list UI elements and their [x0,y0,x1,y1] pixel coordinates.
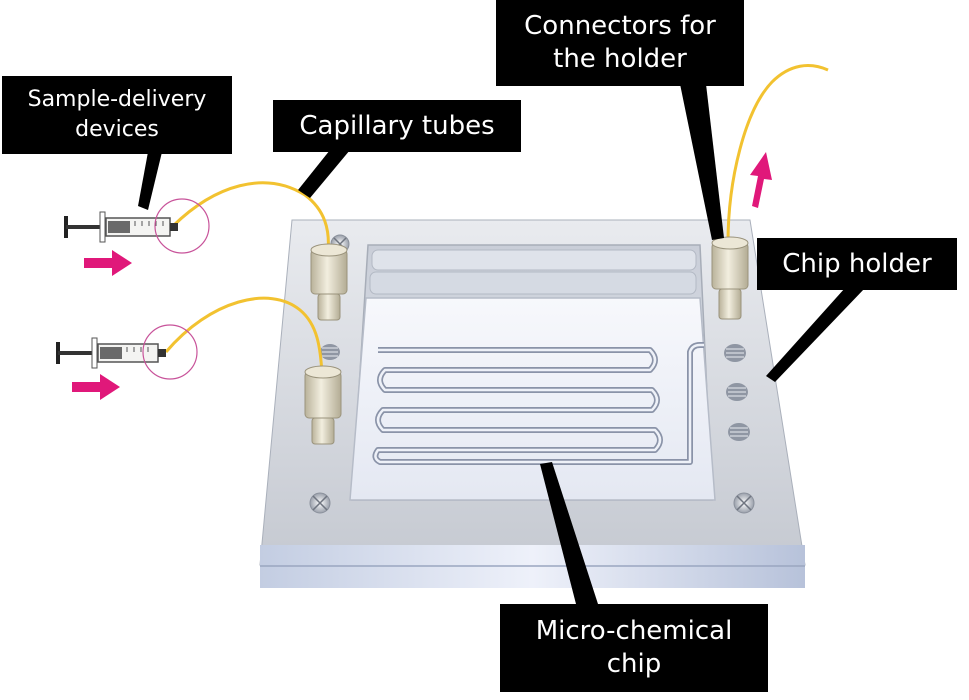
flow-arrow-outlet [750,152,772,208]
screw-bottom-left [309,492,331,514]
callout-sample-delivery-line-2: devices [75,117,159,142]
capillary-tube-lower [164,296,324,373]
callout-pointers [138,84,865,604]
threaded-hole-right-2 [726,383,748,401]
callout-sample-delivery-line-1: Sample-delivery [27,87,207,112]
micro-chemical-chip [349,297,716,501]
connector-left-lower [304,365,342,445]
syringe-tip-circle-upper [154,198,210,254]
callout-connectors-line-1: Connectors for [524,11,716,41]
callout-micro-chemical-chip: Micro-chemical chip [500,604,768,692]
callout-chip-holder: Chip holder [757,238,957,290]
flow-arrow-upper [84,250,132,276]
syringe-lower [56,324,198,380]
callout-connectors-for-holder: Connectors for the holder [496,0,744,86]
threaded-hole-right-1 [724,344,746,362]
syringe-upper [64,198,210,254]
capillary-tube-upper [171,181,330,253]
callout-chip-holder-text: Chip holder [782,248,932,279]
flow-arrow-lower [72,374,120,400]
syringe-tip-circle-lower [142,324,198,380]
capillary-tube-outlet [726,64,829,244]
callout-sample-delivery-devices: Sample-delivery devices [2,76,232,154]
callout-capillary-tubes: Capillary tubes [273,100,521,152]
callout-micro-chemical-line-1: Micro-chemical [535,616,733,646]
connector-right [711,236,749,320]
callout-connectors-line-2: the holder [553,44,687,74]
connector-left-upper [310,243,348,321]
capillary-tubes [164,64,829,373]
threaded-hole-right-3 [728,423,750,441]
callout-capillary-tubes-text: Capillary tubes [299,110,495,141]
threaded-hole-left [320,344,340,360]
callout-micro-chemical-line-2: chip [606,649,662,679]
screw-bottom-right [733,492,755,514]
